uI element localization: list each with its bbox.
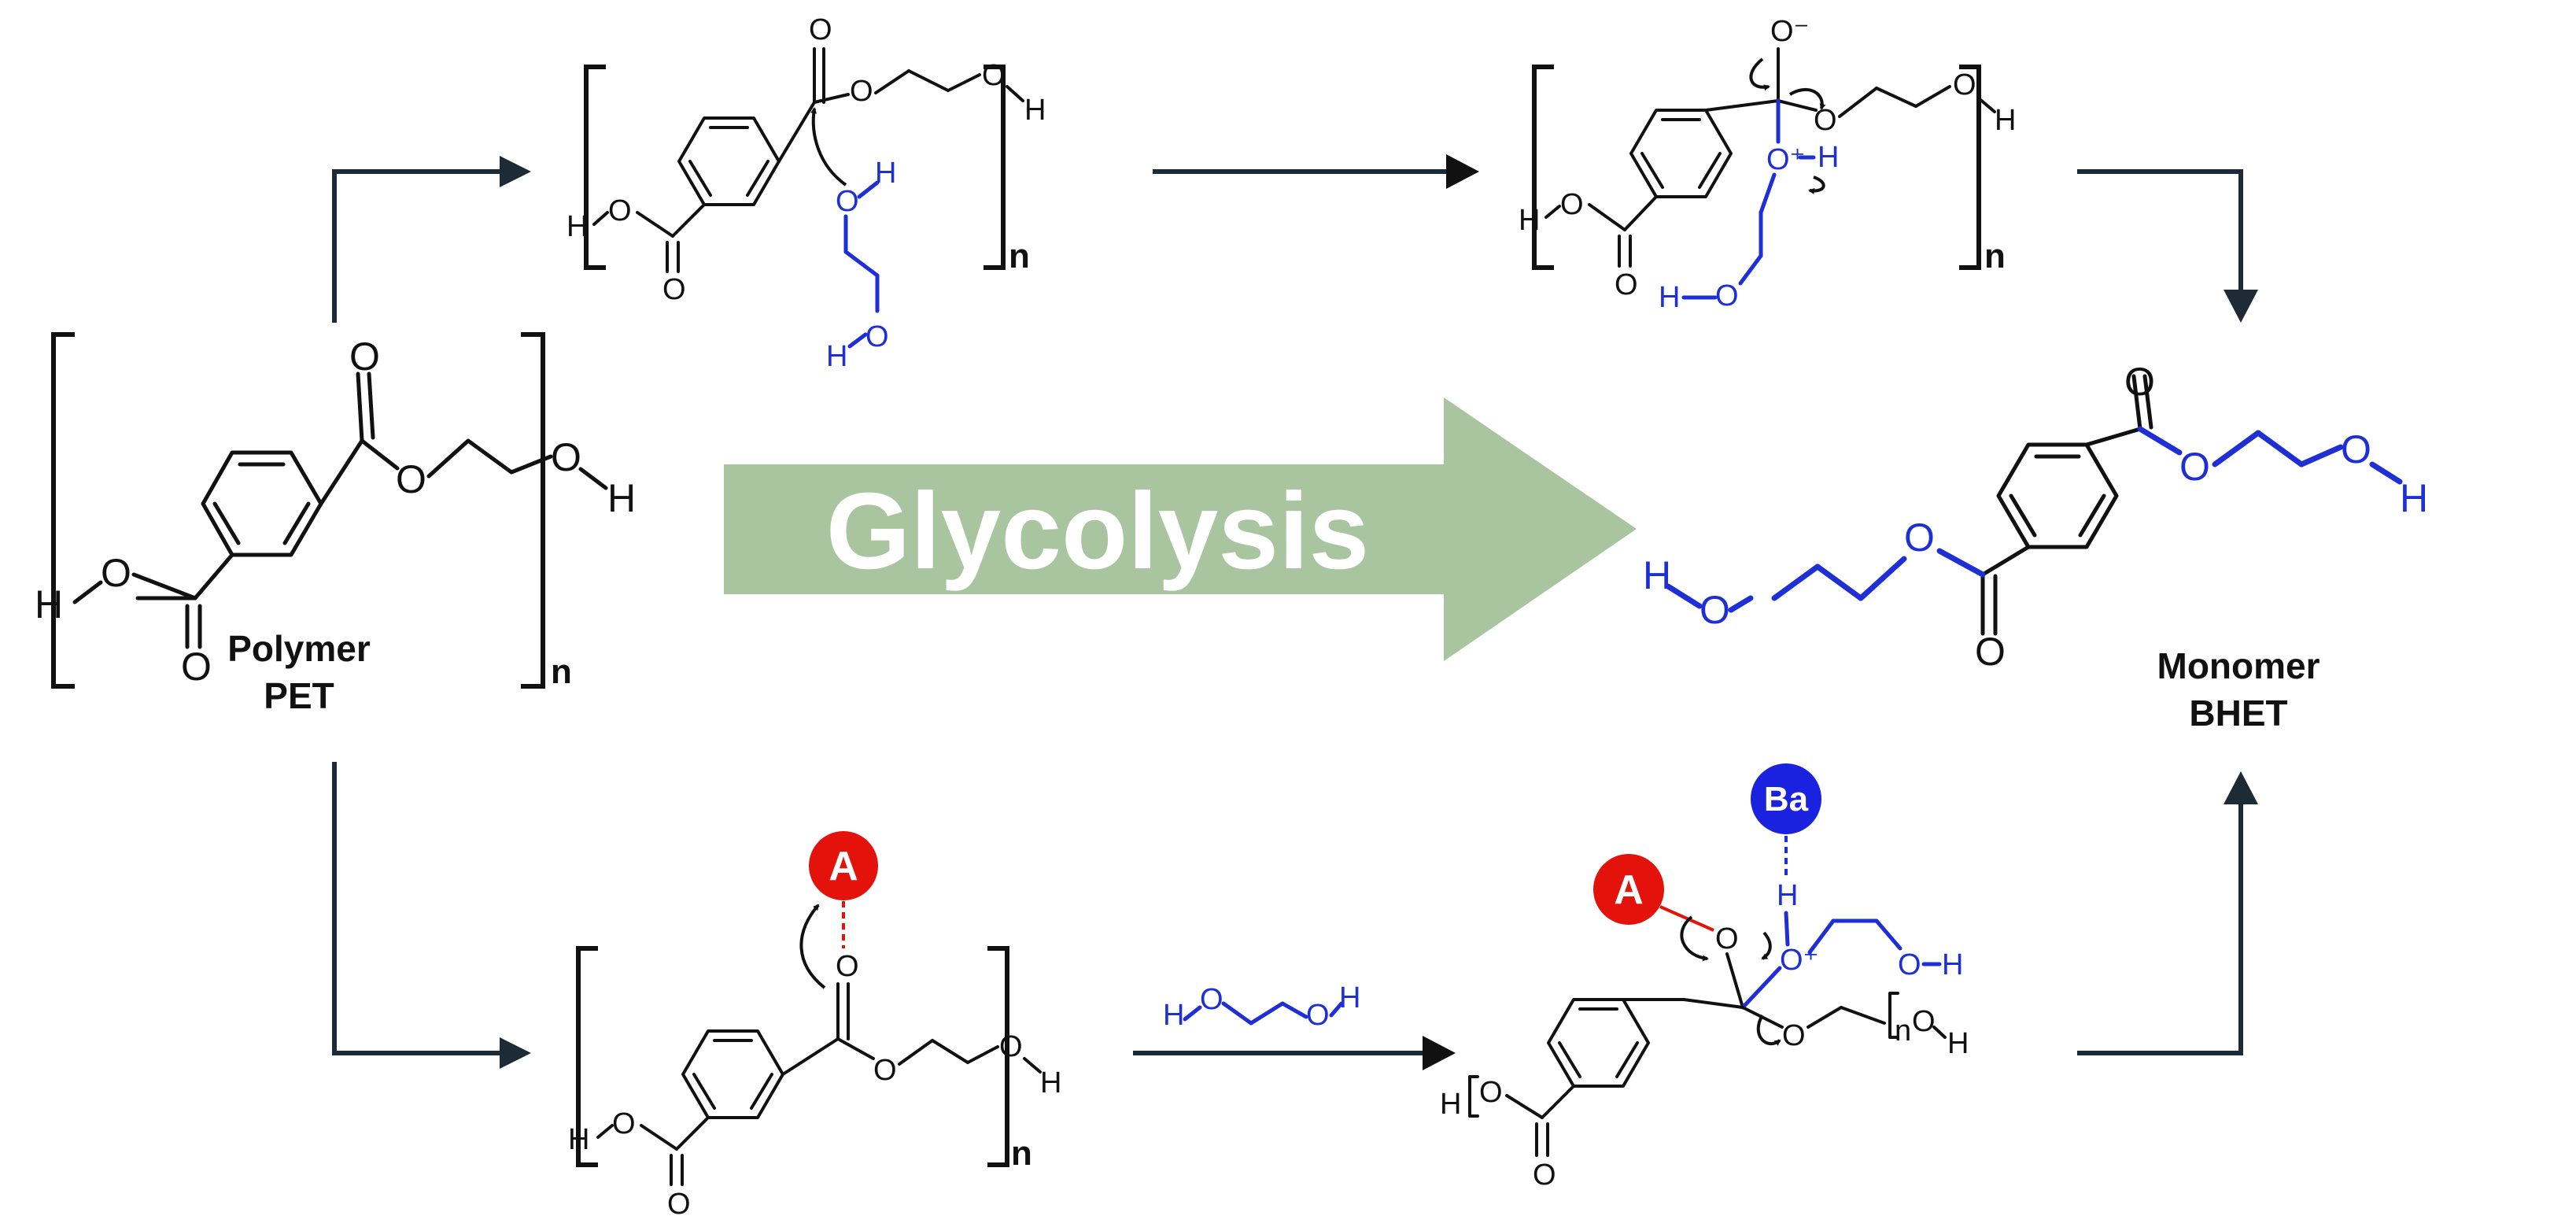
base-catalyst-circle: [1751, 763, 1821, 834]
svg-text:O: O: [1699, 588, 1730, 632]
monomer-label: Monomer: [2157, 645, 2320, 686]
svg-text:H: H: [1339, 981, 1360, 1014]
svg-text:O: O: [1715, 279, 1739, 312]
svg-text:O: O: [999, 1030, 1023, 1063]
svg-text:H: H: [1040, 1066, 1061, 1099]
svg-text:O: O: [1782, 1019, 1806, 1052]
svg-text:n: n: [1011, 1134, 1032, 1173]
svg-text:O: O: [181, 645, 212, 689]
svg-text:n: n: [1009, 237, 1030, 275]
flow-arrow-bottom-right: [2077, 803, 2243, 1055]
svg-text:O: O: [1615, 268, 1638, 301]
svg-text:O: O: [873, 1054, 897, 1087]
bottom-intermediate-1: n A O O O H O O H: [568, 831, 1061, 1221]
top-intermediate-2: n O⁻ O O H O O H O⁺ H O H: [1519, 15, 2016, 314]
svg-text:O: O: [2124, 360, 2155, 404]
svg-text:O: O: [1904, 516, 1935, 560]
svg-text:O: O: [836, 185, 859, 218]
svg-text:O: O: [396, 457, 426, 501]
glycolysis-label: Glycolysis: [826, 471, 1369, 592]
svg-text:H: H: [1024, 94, 1046, 127]
svg-text:O: O: [1306, 999, 1330, 1032]
svg-text:H: H: [1163, 999, 1184, 1032]
pet-polymer-structure: n O O O H O O H Polymer PET: [35, 332, 636, 716]
base-symbol: Ba: [1764, 780, 1809, 819]
svg-text:O: O: [662, 273, 686, 306]
svg-text:O: O: [1715, 922, 1739, 955]
svg-text:O: O: [836, 950, 859, 983]
flow-arrow-bottom-left: [332, 762, 504, 1055]
bhet-monomer-structure: O O O H O O O H Monomer BHET: [1643, 360, 2428, 734]
svg-text:O: O: [551, 435, 581, 479]
pet-label: PET: [264, 675, 334, 716]
svg-text:H: H: [1643, 553, 1671, 597]
svg-text:O: O: [2179, 445, 2210, 489]
svg-text:H: H: [607, 476, 636, 520]
svg-text:O: O: [1898, 948, 1921, 981]
svg-text:H: H: [566, 210, 588, 243]
ethylene-glycol-reagent: H O O H: [1163, 981, 1360, 1032]
bottom-intermediate-2: Ba H A O O⁺ O H O n O H: [1440, 763, 1969, 1192]
svg-text:O: O: [850, 75, 873, 108]
svg-text:H: H: [1947, 1027, 1969, 1060]
flow-arrow-top-left: [332, 169, 504, 323]
flow-arrow-top-right: [2077, 169, 2243, 291]
pet-repeat-n: n: [551, 652, 572, 691]
svg-text:H: H: [1777, 879, 1798, 912]
flow-arrows: [332, 154, 2258, 1070]
acid-catalyst-circle: [809, 831, 878, 900]
svg-text:H: H: [1440, 1088, 1461, 1121]
svg-text:H: H: [826, 340, 847, 373]
svg-text:O: O: [865, 320, 889, 353]
svg-text:H: H: [2400, 476, 2428, 520]
svg-text:O: O: [349, 334, 380, 379]
svg-text:O: O: [608, 194, 632, 227]
svg-text:H: H: [35, 582, 63, 626]
svg-text:H: H: [1942, 948, 1963, 981]
svg-text:n: n: [1984, 237, 2006, 275]
acid-symbol: A: [829, 844, 858, 889]
svg-text:O: O: [1200, 983, 1223, 1016]
svg-text:O: O: [1953, 68, 1976, 102]
svg-text:O: O: [1533, 1159, 1556, 1192]
svg-text:H: H: [875, 157, 896, 190]
svg-text:O: O: [1912, 1005, 1936, 1038]
svg-text:O: O: [982, 59, 1006, 92]
svg-text:O⁻: O⁻: [1770, 15, 1810, 48]
glycolysis-arrow: Glycolysis: [724, 397, 1637, 661]
svg-text:H: H: [1659, 281, 1680, 314]
polymer-label: Polymer: [227, 628, 371, 669]
svg-text:H: H: [1818, 141, 1839, 174]
svg-text:O: O: [1560, 188, 1584, 221]
svg-text:H: H: [1995, 104, 2016, 137]
svg-text:O: O: [2341, 427, 2371, 471]
svg-text:O: O: [1479, 1076, 1503, 1109]
svg-text:n: n: [1895, 1014, 1911, 1048]
svg-text:H: H: [568, 1123, 589, 1156]
svg-text:A: A: [1614, 867, 1644, 913]
svg-text:O: O: [1814, 104, 1837, 137]
svg-text:H: H: [1519, 204, 1540, 237]
svg-text:O⁺: O⁺: [1766, 143, 1806, 176]
svg-text:O: O: [809, 13, 832, 46]
svg-text:O: O: [101, 551, 131, 595]
svg-text:O: O: [612, 1107, 636, 1140]
top-intermediate-1: n O O O H O O H O H O H: [566, 13, 1046, 373]
svg-text:O: O: [1975, 630, 2006, 674]
svg-text:O: O: [667, 1188, 691, 1221]
bhet-label: BHET: [2189, 693, 2287, 734]
acid-catalyst-circle-2: [1593, 854, 1664, 925]
